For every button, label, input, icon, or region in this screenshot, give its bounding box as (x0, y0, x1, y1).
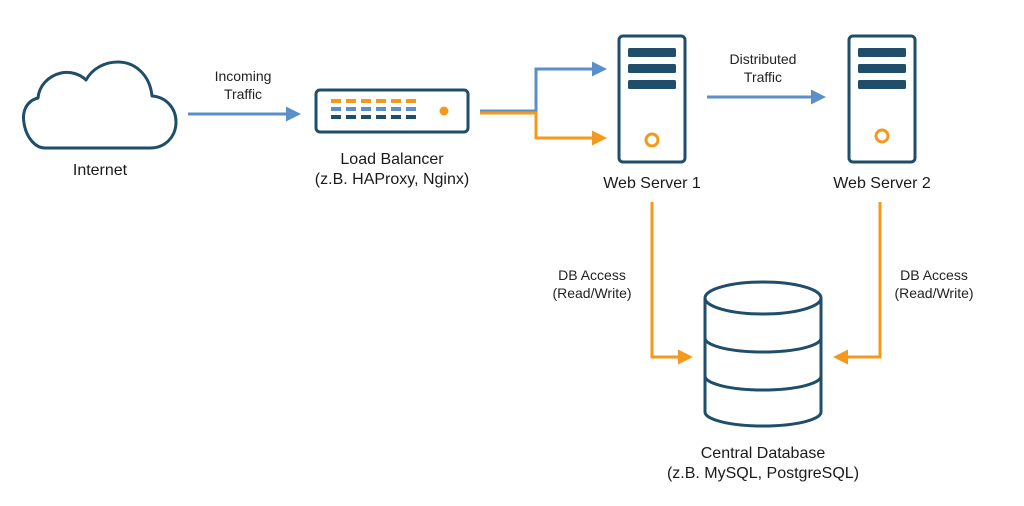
load-balancer-led (406, 107, 416, 111)
db-access-label-1: DB Access (Read/Write) (552, 267, 631, 302)
arrow-server1-to-db (650, 202, 693, 365)
incoming-traffic-line2: Traffic (223, 85, 263, 102)
load-balancer-led (391, 107, 401, 111)
load-balancer-led (391, 99, 401, 103)
load-balancer-led (346, 99, 356, 103)
database-title: Central Database (700, 445, 826, 462)
database-subtitle: (z.B. MySQL, PostgreSQL) (666, 465, 860, 482)
distributed-traffic-line1: Distributed (729, 51, 797, 67)
web-server-1-label: Web Server 1 (603, 174, 701, 194)
load-balancer-leds (331, 99, 416, 119)
web-server-2-icon (847, 34, 917, 164)
arrow-lb-to-server1-blue (480, 61, 607, 113)
web-server-2-label: Web Server 2 (833, 174, 931, 194)
database-icon (703, 280, 823, 428)
web-server-1-icon (617, 34, 687, 164)
load-balancer-led (331, 99, 341, 103)
db-access-2-line2: (Read/Write) (894, 284, 974, 301)
load-balancer-led (391, 115, 401, 119)
load-balancer-led (361, 99, 371, 103)
cloud-icon (22, 60, 178, 150)
db-access-1-line2: (Read/Write) (552, 284, 632, 301)
load-balancer-led (376, 115, 386, 119)
load-balancer-led (361, 115, 371, 119)
db-access-1-line1: DB Access (558, 267, 626, 283)
distributed-traffic-label: Distributed Traffic (730, 51, 797, 86)
load-balancer-led (406, 115, 416, 119)
internet-label-text: Internet (72, 162, 128, 179)
arrow-server2-to-db (833, 202, 882, 365)
database-label: Central Database (z.B. MySQL, PostgreSQL… (667, 444, 859, 484)
incoming-traffic-line1: Incoming (214, 68, 272, 84)
load-balancer-icon (314, 88, 470, 134)
load-balancer-led (346, 107, 356, 111)
load-balancer-led (346, 115, 356, 119)
internet-label: Internet (73, 161, 127, 181)
db-access-2-line1: DB Access (900, 267, 968, 283)
db-access-label-2: DB Access (Read/Write) (894, 267, 973, 302)
web-server-1-label-text: Web Server 1 (603, 175, 701, 192)
load-balancer-subtitle: (z.B. HAProxy, Nginx) (314, 171, 470, 188)
incoming-traffic-label: Incoming Traffic (215, 68, 272, 103)
load-balancer-led (376, 99, 386, 103)
load-balancer-title: Load Balancer (340, 151, 444, 168)
load-balancer-led (331, 107, 341, 111)
arrow-lb-to-server1-orange (480, 111, 607, 146)
load-balancer-label: Load Balancer (z.B. HAProxy, Nginx) (315, 150, 469, 190)
load-balancer-led (361, 107, 371, 111)
web-server-2-label-text: Web Server 2 (833, 175, 931, 192)
load-balancer-led (406, 99, 416, 103)
load-balancer-led (376, 107, 386, 111)
distributed-traffic-line2: Traffic (743, 68, 783, 85)
load-balancer-led (331, 115, 341, 119)
